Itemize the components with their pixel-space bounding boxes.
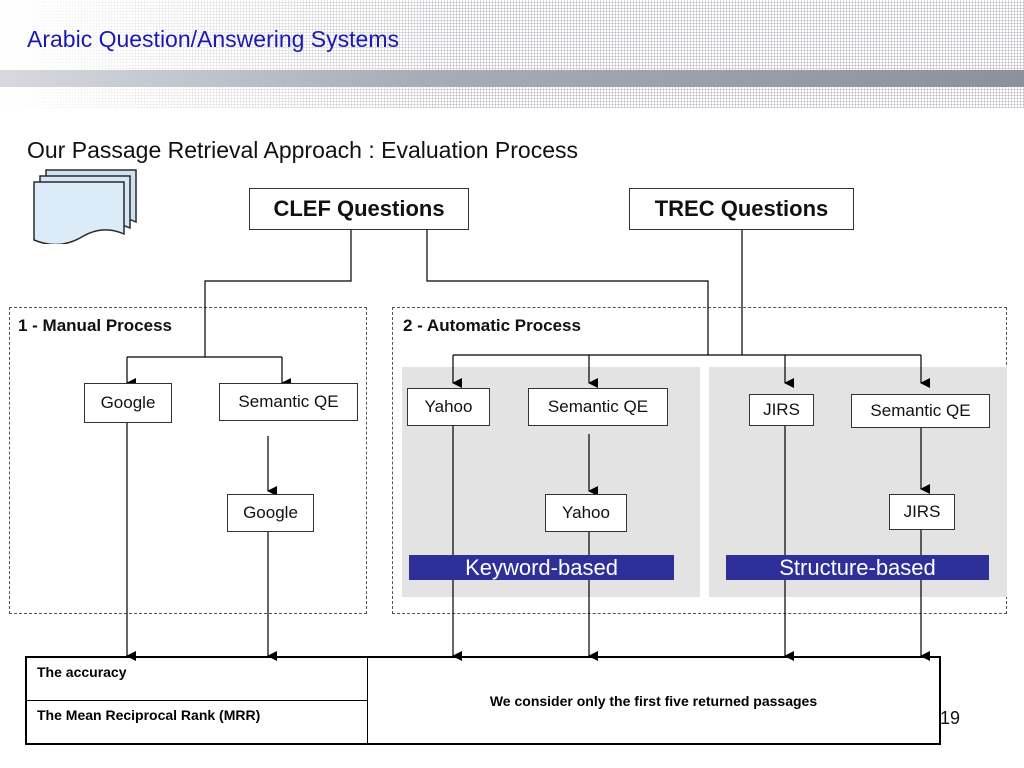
manual-google-box: Google [84, 383, 172, 423]
keyword-based-band: Keyword-based [409, 555, 674, 580]
documents-icon [33, 169, 137, 244]
keyword-semantic-qe-box: Semantic QE [528, 388, 668, 426]
structure-based-band: Structure-based [726, 555, 989, 580]
jirs-after-qe-box: JIRS [889, 494, 955, 530]
evaluation-note-cell: We consider only the first five returned… [367, 656, 941, 745]
manual-process-label: 1 - Manual Process [18, 316, 173, 335]
slide-subtitle: Our Passage Retrieval Approach : Evaluat… [27, 137, 579, 163]
header-background [0, 0, 1024, 108]
metric-accuracy-cell: The accuracy [25, 656, 368, 701]
manual-google-after-qe-box: Google [227, 494, 314, 532]
trec-questions-box: TREC Questions [629, 188, 854, 230]
header-bar [0, 70, 1024, 87]
jirs-box: JIRS [749, 394, 814, 426]
automatic-process-label: 2 - Automatic Process [403, 316, 581, 335]
yahoo-after-qe-box: Yahoo [545, 494, 627, 532]
yahoo-box: Yahoo [407, 388, 490, 426]
page-number: 19 [940, 708, 961, 728]
clef-questions-box: CLEF Questions [249, 188, 469, 230]
metric-mrr-cell: The Mean Reciprocal Rank (MRR) [25, 700, 368, 745]
slide-title: Arabic Question/Answering Systems [27, 26, 399, 52]
evaluation-table: The accuracy We consider only the first … [25, 656, 941, 745]
manual-semantic-qe-box: Semantic QE [219, 383, 358, 421]
manual-process-panel [9, 307, 367, 614]
structure-semantic-qe-box: Semantic QE [851, 394, 990, 428]
